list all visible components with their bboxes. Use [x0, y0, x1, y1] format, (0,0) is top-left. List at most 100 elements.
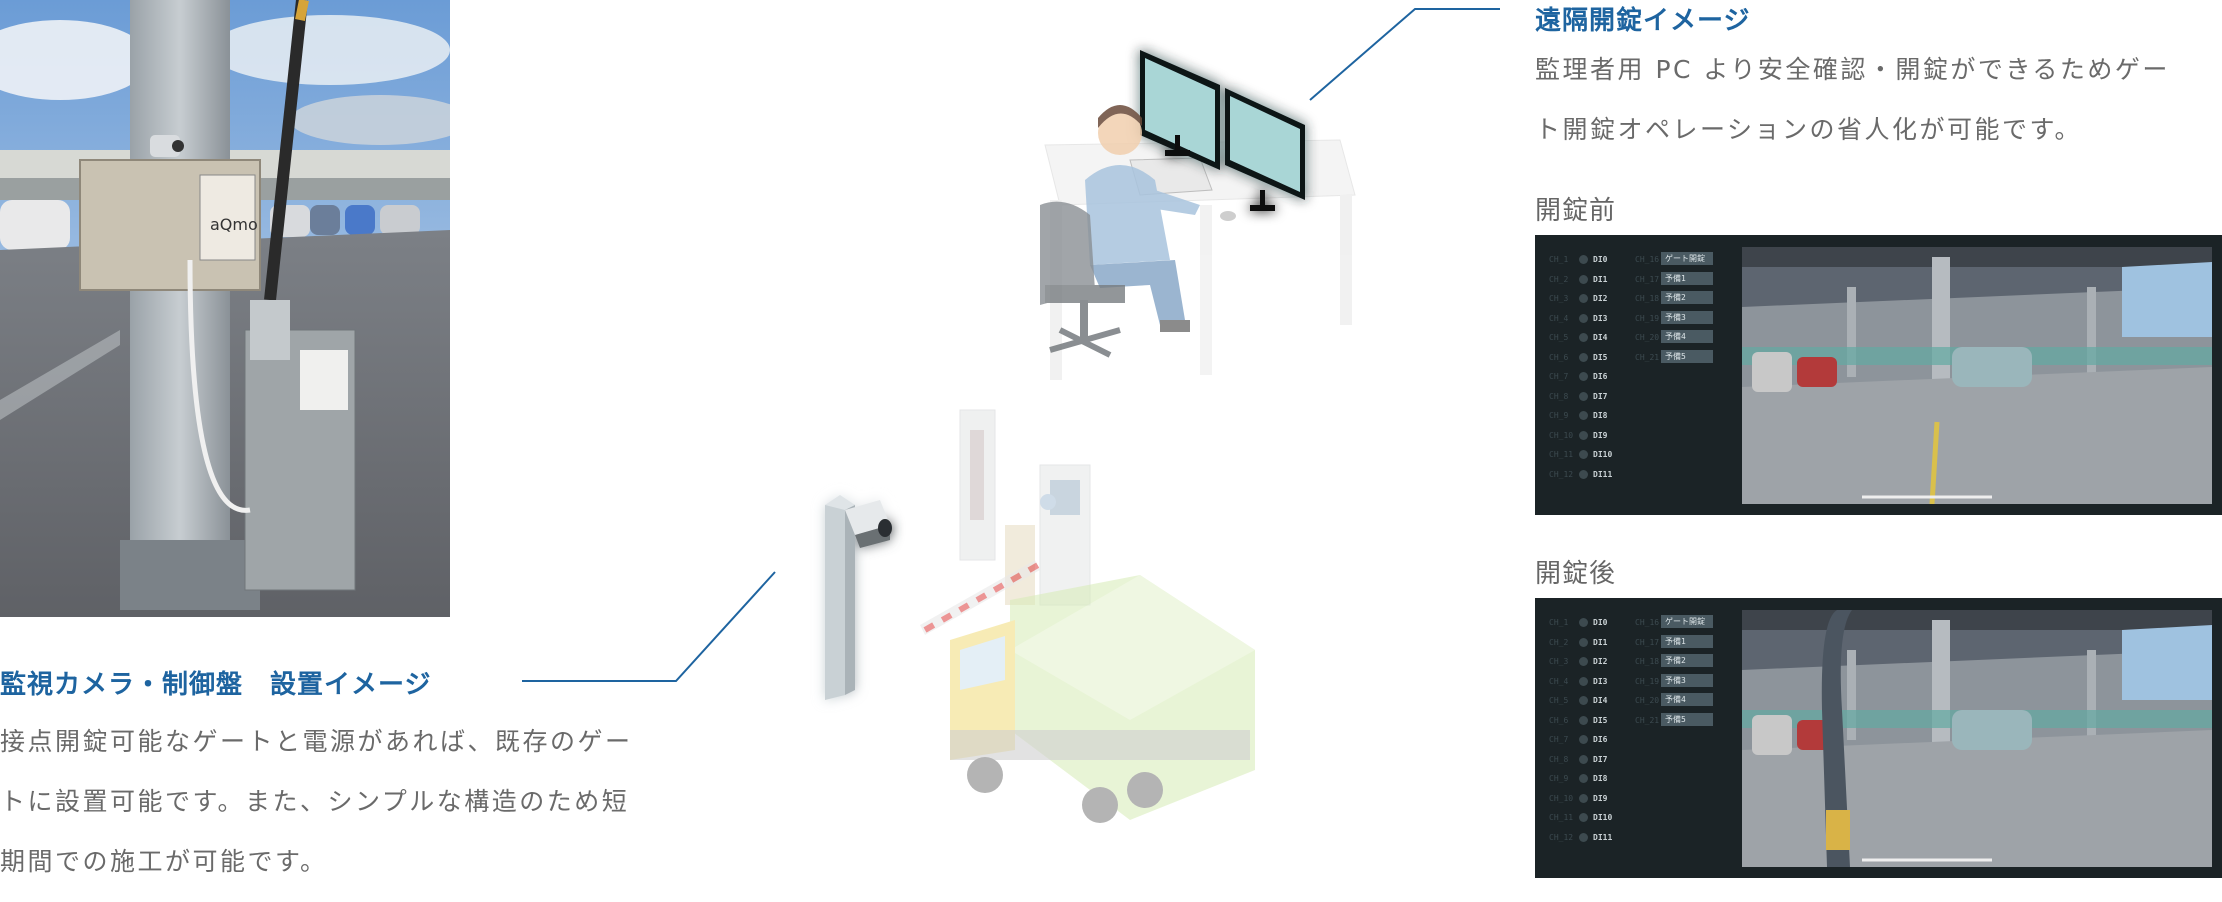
- io-output-select[interactable]: 予備1: [1661, 271, 1713, 285]
- io-channel-label: CH_9: [1549, 774, 1569, 783]
- remote-title: 遠隔開錠イメージ: [1535, 6, 1751, 36]
- io-input-name: DI7: [1593, 754, 1608, 764]
- io-input-name: DI11: [1593, 832, 1613, 842]
- io-input-name: DI4: [1593, 333, 1608, 342]
- io-input-name: DI2: [1593, 294, 1608, 303]
- io-channel-label: CH_1: [1549, 255, 1569, 264]
- install-description: 接点開錠可能なゲートと電源があれば、既存のゲー トに設置可能です。また、シンプル…: [0, 712, 720, 892]
- io-channel-label: CH_3: [1549, 294, 1569, 303]
- io-status-indicator: [1579, 333, 1588, 342]
- io-status-indicator: [1579, 469, 1588, 479]
- after-camera-feed: [1742, 610, 2212, 867]
- install-line-1: 接点開錠可能なゲートと電源があれば、既存のゲー: [0, 727, 633, 756]
- io-input-name: DI4: [1593, 696, 1608, 705]
- io-channel-label: CH_1: [1549, 618, 1569, 627]
- io-status-indicator: [1579, 637, 1588, 647]
- office-chair: [1040, 201, 1125, 358]
- io-channel-label: CH_6: [1549, 352, 1569, 362]
- io-channel-label: CH_16: [1635, 618, 1660, 627]
- after-label: 開錠後: [1535, 559, 1617, 589]
- io-input-name: DI0: [1593, 618, 1608, 627]
- io-channel-label: CH_2: [1549, 274, 1569, 284]
- io-channel-label: CH_4: [1549, 676, 1569, 686]
- io-input-name: DI9: [1593, 793, 1608, 803]
- io-input-name: DI8: [1593, 411, 1608, 420]
- io-input-name: DI7: [1593, 391, 1608, 401]
- io-output-select[interactable]: ゲート開錠: [1661, 615, 1713, 628]
- io-output-select[interactable]: 予備2: [1661, 654, 1713, 667]
- io-channel-label: CH_19: [1635, 676, 1660, 686]
- io-input-name: DI5: [1593, 715, 1608, 725]
- io-channel-label: CH_19: [1635, 313, 1660, 323]
- io-channel-label: CH_2: [1549, 637, 1569, 647]
- io-output-select[interactable]: 予備3: [1661, 673, 1713, 687]
- box-logo: aQmo: [210, 215, 258, 234]
- io-output-select[interactable]: ゲート開錠: [1661, 252, 1713, 265]
- io-row: CH_12 DI11: [1535, 469, 1635, 486]
- operator-figure: [1085, 105, 1200, 332]
- io-output-select[interactable]: 予備3: [1661, 310, 1713, 324]
- io-status-indicator: [1579, 774, 1588, 783]
- io-channel-label: CH_20: [1635, 696, 1660, 705]
- io-input-name: DI10: [1593, 813, 1613, 822]
- io-status-indicator: [1579, 676, 1588, 686]
- truck: [950, 575, 1255, 823]
- io-channel-label: CH_7: [1549, 372, 1569, 381]
- io-output-select[interactable]: 予備1: [1661, 634, 1713, 648]
- io-channel-label: CH_6: [1549, 715, 1569, 725]
- io-status-indicator: [1579, 313, 1588, 323]
- remote-line-1: 監理者用 PC より安全確認・開錠ができるためゲー: [1535, 55, 2170, 84]
- io-status-indicator: [1579, 813, 1588, 822]
- io-channel-label: CH_10: [1549, 430, 1574, 440]
- io-output-select[interactable]: 予備5: [1661, 712, 1713, 726]
- io-row: CH_1 DI0: [1535, 618, 1635, 634]
- io-status-indicator: [1579, 255, 1588, 264]
- io-channel-label: CH_17: [1635, 637, 1660, 647]
- io-channel-label: CH_17: [1635, 274, 1660, 284]
- io-output-select[interactable]: 予備5: [1661, 349, 1713, 363]
- io-channel-label: CH_16: [1635, 255, 1660, 264]
- camera-pole: [825, 495, 892, 700]
- io-output-select[interactable]: 予備2: [1661, 291, 1713, 304]
- io-channel-label: CH_7: [1549, 735, 1569, 744]
- io-output-select[interactable]: 予備4: [1661, 330, 1713, 343]
- io-channel-label: CH_12: [1549, 469, 1574, 479]
- install-title: 監視カメラ・制御盤 設置イメージ: [0, 670, 432, 700]
- io-row: CH_6 DI5: [1535, 715, 1635, 732]
- barrier-arm: [920, 560, 1040, 635]
- io-status-indicator: [1579, 274, 1588, 284]
- io-status-indicator: [1579, 696, 1588, 705]
- io-status-indicator: [1579, 450, 1588, 459]
- io-input-name: DI8: [1593, 774, 1608, 783]
- install-line-3: 期間での施工が可能です。: [0, 847, 328, 876]
- io-channel-label: CH_18: [1635, 294, 1660, 303]
- installation-photo: aQmo: [0, 0, 450, 617]
- io-status-indicator: [1579, 735, 1588, 744]
- io-channel-label: CH_8: [1549, 754, 1569, 764]
- io-channel-label: CH_5: [1549, 696, 1569, 705]
- io-input-name: DI0: [1593, 255, 1608, 264]
- io-status-indicator: [1579, 832, 1588, 842]
- io-input-name: DI11: [1593, 469, 1613, 479]
- io-output-select[interactable]: 予備4: [1661, 693, 1713, 706]
- io-status-indicator: [1579, 294, 1588, 303]
